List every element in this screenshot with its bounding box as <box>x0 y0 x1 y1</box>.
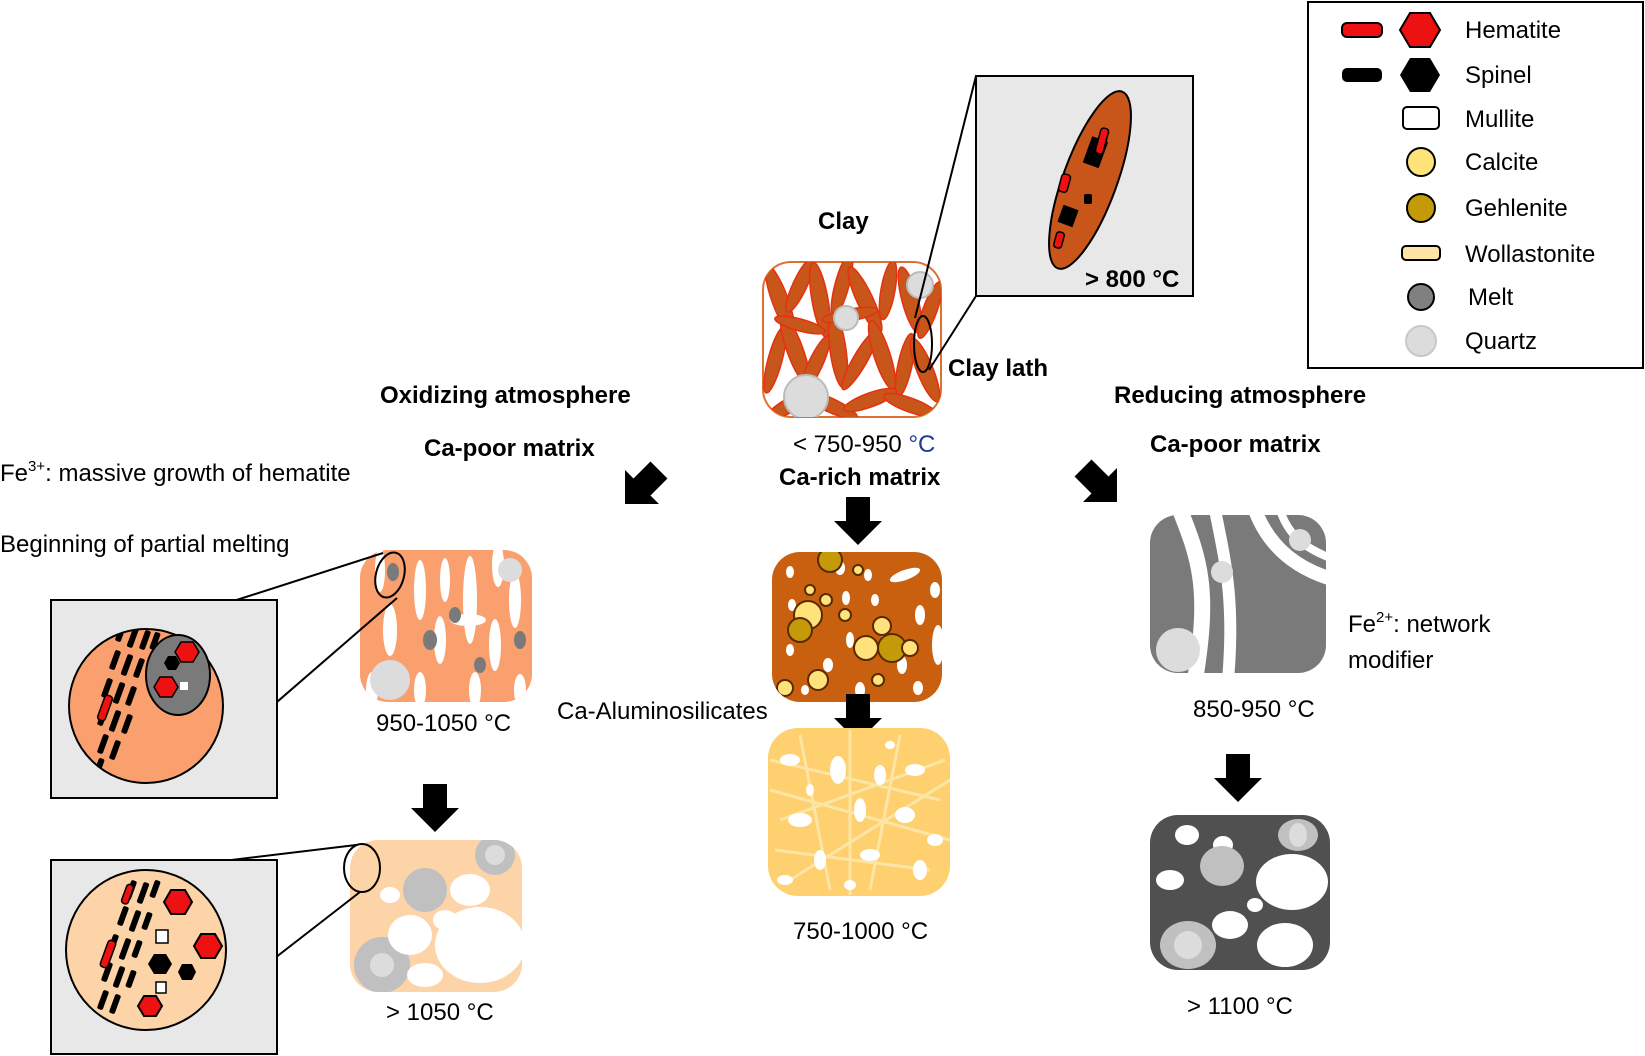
ox-sample-1-texture <box>366 550 526 702</box>
legend-label-melt: Melt <box>1468 284 1514 311</box>
fe2-text: Fe2+: network <box>1348 609 1491 638</box>
inset-crystals <box>1052 127 1110 249</box>
center-sample-1-texture <box>776 552 942 698</box>
spinel-hexagon-icon <box>1400 58 1440 92</box>
gehlenite-icon <box>1406 193 1436 223</box>
clay-group: Clay <box>762 75 1194 458</box>
partial-melting-text: Beginning of partial melting <box>0 531 290 558</box>
ox-zoom-marker-2 <box>343 843 381 893</box>
ox-temp-1: 950-1050 °C <box>376 710 511 737</box>
spinel-lath-icon <box>1342 68 1382 82</box>
legend-label-spinel: Spinel <box>1465 62 1532 89</box>
red-temp-2: > 1100 °C <box>1187 993 1293 1020</box>
hematite-hexagon-icon <box>1398 12 1442 48</box>
oxidizing-arrow <box>608 453 676 521</box>
legend-box <box>1307 1 1644 369</box>
wollastonite-icon <box>1401 245 1441 261</box>
reducing-branch: Reducing atmosphere Ca-poor matrix Fe2+:… <box>1066 382 1491 1020</box>
hematite-lath-icon <box>1341 22 1383 38</box>
legend-label-hematite: Hematite <box>1465 17 1561 44</box>
center-sample-2-texture <box>769 730 950 895</box>
clay-lath-label: Clay lath <box>948 355 1048 382</box>
red-sample-1-texture <box>1156 515 1326 673</box>
ox-zoom-marker-1 <box>374 551 406 599</box>
ox-inset-1-crystals <box>93 629 161 776</box>
center-branch: Ca-rich matrix <box>557 464 950 945</box>
calcite-icon <box>1406 147 1436 177</box>
reducing-title: Reducing atmosphere <box>1114 382 1366 409</box>
inset-temp-label: > 800 °C <box>1085 266 1179 293</box>
ox-inset-2-crystals <box>97 880 161 1014</box>
legend-label-wollastonite: Wollastonite <box>1465 241 1595 268</box>
legend-label-gehlenite: Gehlenite <box>1465 195 1568 222</box>
ox-sample-1 <box>360 550 532 702</box>
ox-arrow-down <box>411 784 459 832</box>
fe2-text-line2: modifier <box>1348 647 1433 674</box>
legend-label-calcite: Calcite <box>1465 149 1538 176</box>
center-temp-label: 750-1000 °C <box>793 918 928 945</box>
clay-lath-marker <box>913 315 933 373</box>
oxidizing-matrix-label: Ca-poor matrix <box>424 435 595 462</box>
legend-label-mullite: Mullite <box>1465 106 1534 133</box>
legend: Hematite Spinel Mullite Calcite Gehlenit… <box>1307 1 1644 369</box>
ca-rich-matrix-label: Ca-rich matrix <box>779 464 941 491</box>
red-temp-1: 850-950 °C <box>1193 696 1315 723</box>
red-arrow-down <box>1214 754 1262 802</box>
clay-laths <box>763 262 941 417</box>
oxidizing-title: Oxidizing atmosphere <box>380 382 631 409</box>
clay-title: Clay <box>818 208 869 235</box>
melt-icon <box>1407 283 1435 311</box>
oxidizing-branch: Oxidizing atmosphere Ca-poor matrix Fe3+… <box>0 382 676 1055</box>
clay-temp-label: < 750-950 °C <box>793 431 935 458</box>
quartz-icon <box>1405 325 1437 357</box>
ox-temp-2: > 1050 °C <box>386 999 494 1026</box>
reducing-arrow <box>1066 451 1134 519</box>
red-sample-2-texture <box>1156 819 1328 969</box>
ox-sample-2-texture <box>354 840 522 992</box>
ca-aluminosilicates-label: Ca-Aluminosilicates <box>557 698 768 725</box>
mullite-icon <box>1402 106 1440 130</box>
legend-label-quartz: Quartz <box>1465 328 1537 355</box>
center-arrow-1 <box>834 497 882 545</box>
reducing-matrix-label: Ca-poor matrix <box>1150 431 1321 458</box>
fe3-text: Fe3+: massive growth of hematite <box>0 458 351 487</box>
